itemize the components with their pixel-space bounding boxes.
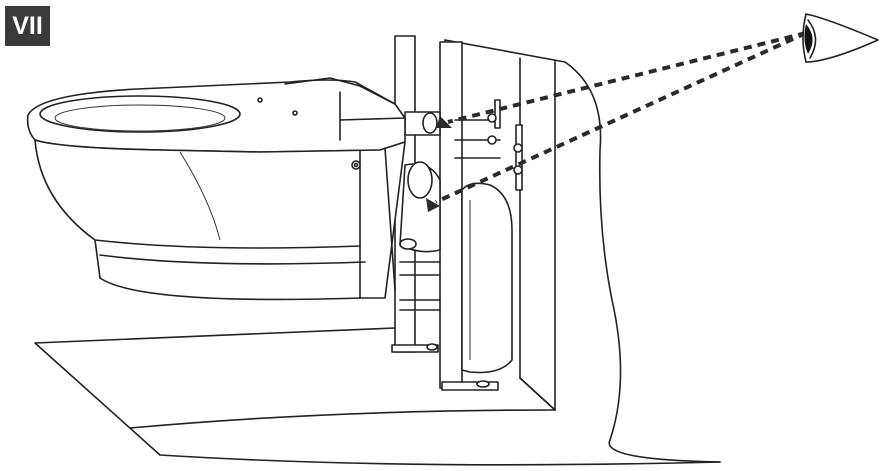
step-number-badge: VII <box>5 6 50 46</box>
installation-frame <box>391 35 523 391</box>
arrow-head-lower <box>426 198 440 212</box>
floor <box>34 327 721 466</box>
wall-hung-toilet <box>26 77 406 301</box>
arrow-head-upper <box>436 116 452 128</box>
sight-line-arrows <box>426 31 807 212</box>
eye-icon <box>802 13 879 63</box>
